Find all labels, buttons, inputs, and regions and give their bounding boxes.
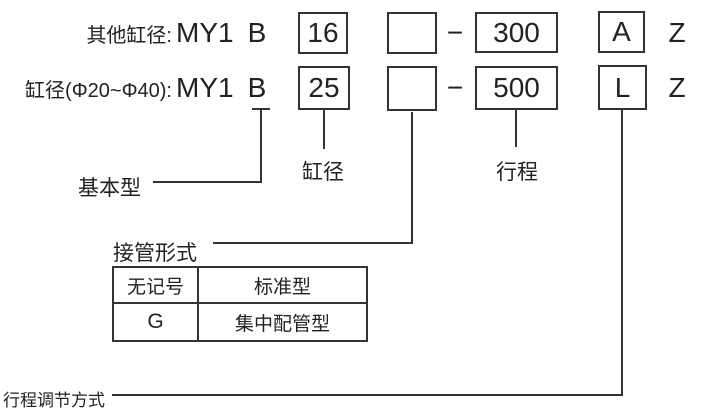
row2-suffix-text: Z — [668, 72, 686, 103]
row2-prefix-label: 缸径(Φ20~Φ40): — [25, 79, 172, 102]
row1-piping-box — [387, 12, 437, 54]
row1-model-text: MY1 — [176, 17, 234, 48]
row2-adjuster-box: L — [598, 65, 647, 110]
piping-leader-line — [213, 112, 413, 244]
callout-stroke-adjustment: 行程调节方式 — [3, 391, 105, 410]
row2-model-text: MY1 — [176, 72, 234, 103]
row1-suffix-text: Z — [668, 17, 686, 48]
piping-table-cell-code: G — [114, 304, 199, 340]
callout-stroke: 行程 — [496, 161, 538, 184]
callout-basic-type: 基本型 — [78, 177, 141, 200]
row2-separator: − — [446, 72, 464, 103]
row1-stroke-box: 300 — [475, 12, 558, 53]
row2-bore-box: 25 — [298, 66, 350, 110]
piping-type-table: 无记号 标准型 G 集中配管型 — [112, 266, 368, 342]
row2-adjuster-value: L — [614, 71, 631, 103]
row2-piping-box — [387, 66, 437, 111]
piping-table-cell-code: 无记号 — [114, 268, 199, 304]
row2-bore-value: 25 — [308, 72, 340, 103]
row1-separator: − — [446, 17, 464, 48]
row2-stroke-box: 500 — [475, 66, 558, 110]
row1-series-text: B — [247, 17, 267, 48]
row1-prefix-label: 其他缸径: — [86, 24, 172, 47]
callout-bore: 缸径 — [302, 161, 344, 184]
stroke-adjustment-leader-line — [112, 110, 623, 396]
row1-adjuster-box: A — [598, 11, 645, 53]
row1-adjuster-value: A — [612, 16, 631, 47]
basic-type-leader-line — [153, 108, 270, 183]
callout-piping-type: 接管形式 — [113, 242, 197, 265]
row2-stroke-value: 500 — [493, 72, 540, 103]
row1-bore-value: 16 — [307, 17, 339, 48]
piping-table-cell-description: 集中配管型 — [234, 313, 330, 335]
piping-table-cell-description: 标准型 — [199, 268, 366, 304]
row1-stroke-value: 300 — [493, 16, 540, 48]
row2-series-text: B — [247, 72, 267, 103]
row1-bore-box: 16 — [298, 12, 348, 54]
